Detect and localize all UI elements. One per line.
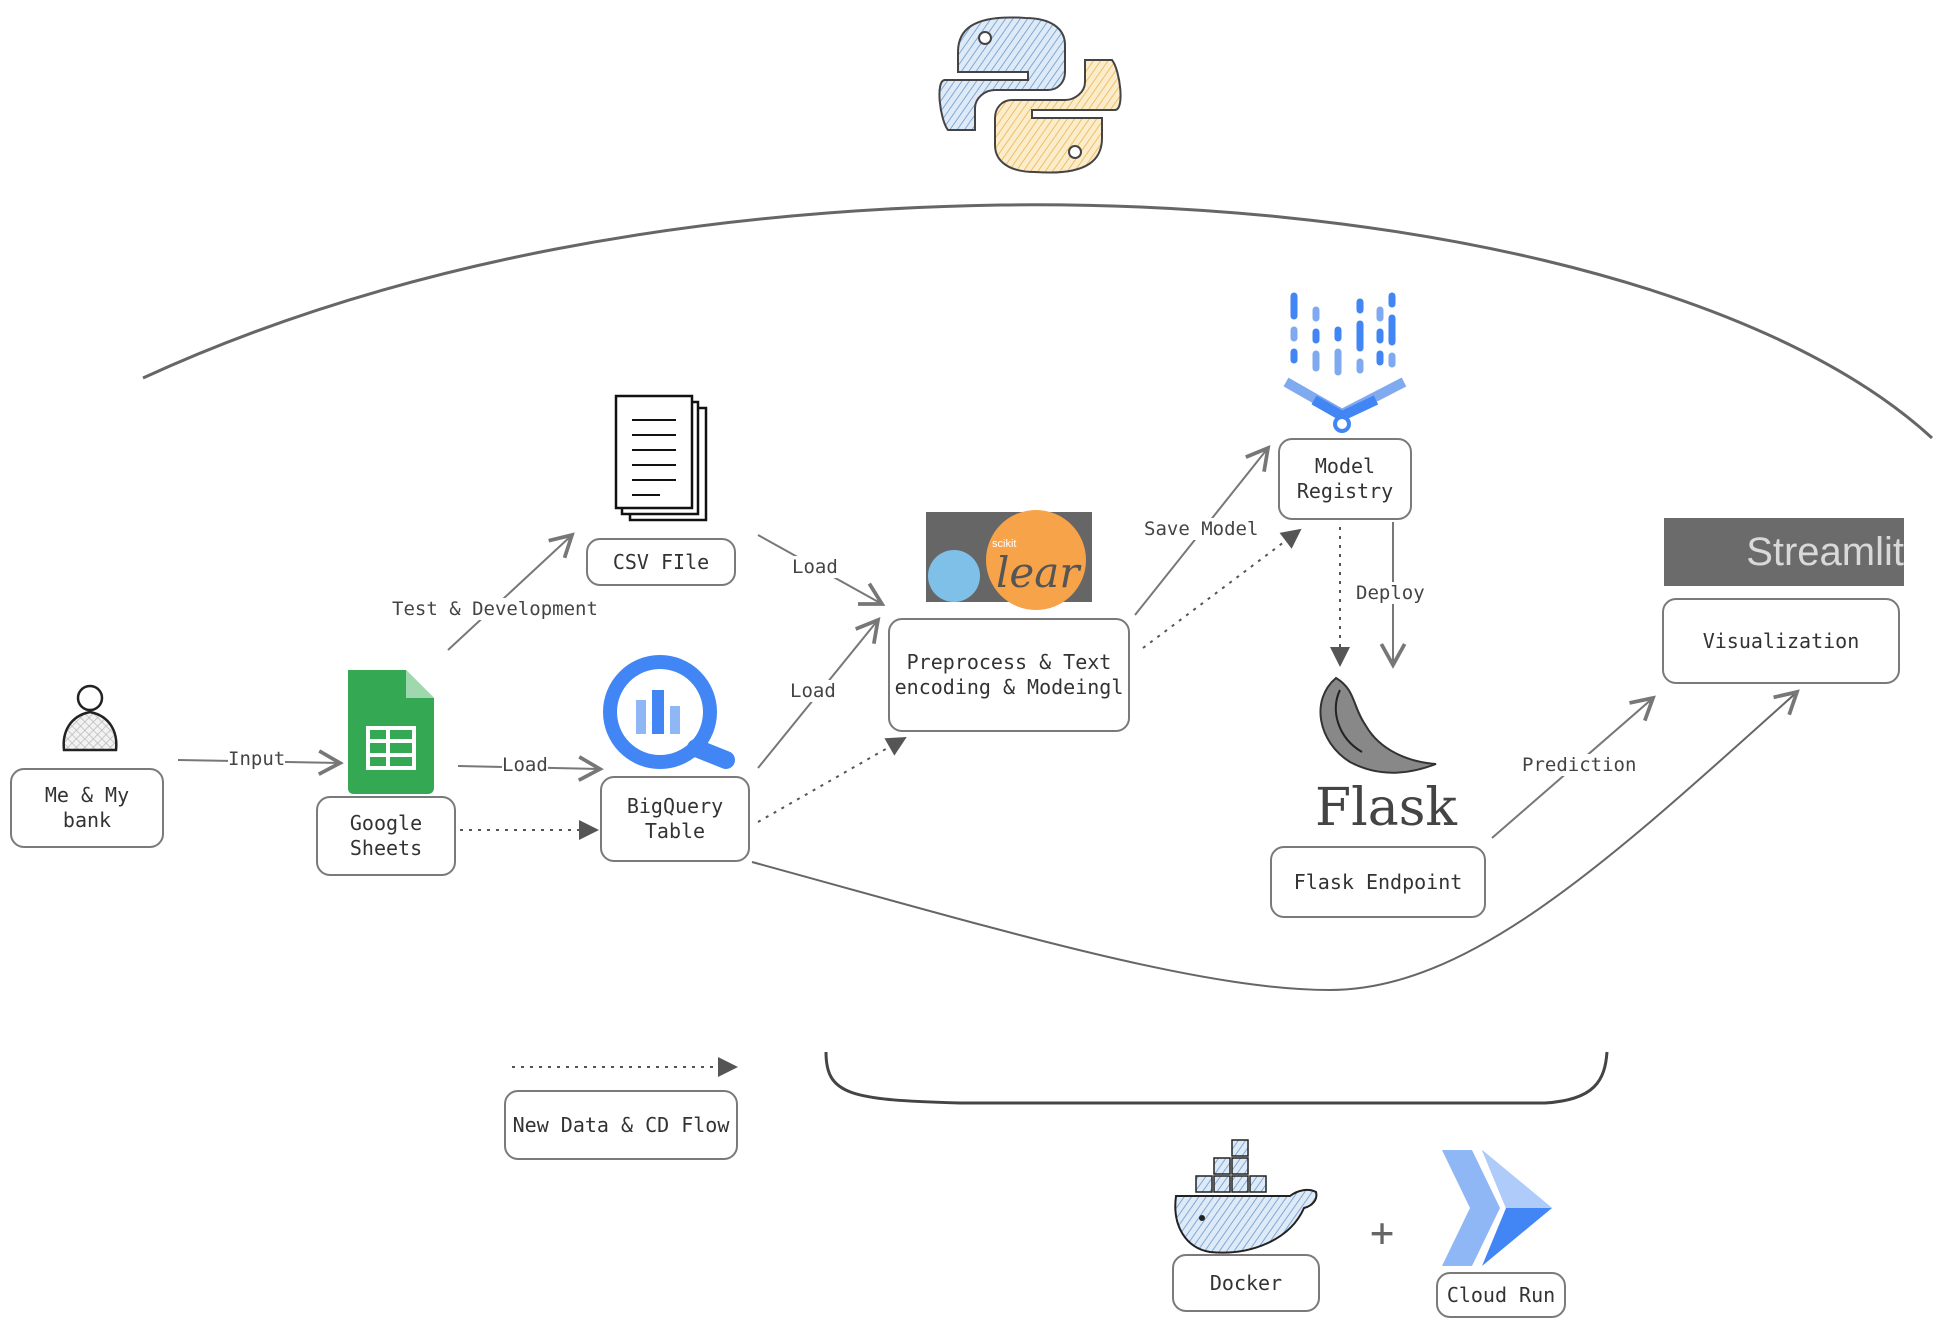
node-preprocess-label: Preprocess & Text encoding & Modeingl [894,650,1124,699]
edge-label-save-model: Save Model [1144,518,1259,540]
plus-sign: + [1370,1210,1395,1256]
node-model-registry-label: Model Registry [1296,454,1394,503]
node-csv-file-label: CSV FIle [612,549,710,574]
node-preprocess[interactable]: Preprocess & Text encoding & Modeingl [888,618,1130,732]
streamlit-logo: Streamlit [1664,518,1904,586]
streamlit-logo-text: Streamlit [1746,529,1904,574]
bottom-bracket [824,1051,1609,1105]
legend-label: New Data & CD Flow [512,1112,730,1137]
sklearn-small-text: scikit [992,538,1017,550]
arrow-dotted-bq-preprocess [757,737,907,823]
node-cloud-run[interactable]: Cloud Run [1436,1272,1566,1318]
edge-label-deploy: Deploy [1356,582,1425,604]
node-flask-endpoint-label: Flask Endpoint [1293,869,1463,894]
legend-box[interactable]: New Data & CD Flow [504,1090,738,1160]
node-model-registry[interactable]: Model Registry [1278,438,1412,520]
edge-label-input: Input [228,748,286,770]
edge-label-load-bq: Load [790,680,836,702]
google-sheets-icon [348,670,434,794]
node-me-bank[interactable]: Me & My bank [10,768,164,848]
node-google-sheets[interactable]: Google Sheets [316,796,456,876]
node-google-sheets-label: Google Sheets [349,811,423,860]
arrow-test-dev [447,532,575,651]
flask-horn-icon [1319,676,1437,774]
python-logo-icon [938,16,1122,174]
node-csv-file[interactable]: CSV FIle [586,538,736,586]
vertex-ai-icon [1283,292,1407,433]
flask-logo-text: Flask [1315,778,1457,838]
arrow-bq-visualization [751,689,1800,992]
node-visualization[interactable]: Visualization [1662,598,1900,684]
node-docker[interactable]: Docker [1172,1254,1320,1312]
cloud-run-icon [1442,1150,1552,1266]
node-docker-label: Docker [1209,1270,1283,1295]
node-bigquery-table[interactable]: BigQuery Table [600,776,750,862]
arrow-dotted-preprocess-registry [1142,528,1302,649]
node-bigquery-table-label: BigQuery Table [626,794,724,843]
person-icon [62,684,118,752]
docker-whale-icon [1174,1139,1318,1254]
bigquery-icon [603,655,735,769]
edge-label-load-csv: Load [792,556,838,578]
node-flask-endpoint[interactable]: Flask Endpoint [1270,846,1486,918]
sklearn-logo-text: lear [996,548,1080,597]
outer-arc [142,203,1934,440]
node-me-bank-label: Me & My bank [44,783,130,832]
edge-label-test-dev: Test & Development [392,598,598,620]
csv-document-icon [614,394,708,522]
edge-label-load-sheets-bq: Load [502,754,548,776]
node-cloud-run-label: Cloud Run [1446,1282,1556,1307]
edge-label-prediction: Prediction [1522,754,1637,776]
node-visualization-label: Visualization [1702,628,1860,653]
sklearn-logo-icon [926,510,1092,610]
